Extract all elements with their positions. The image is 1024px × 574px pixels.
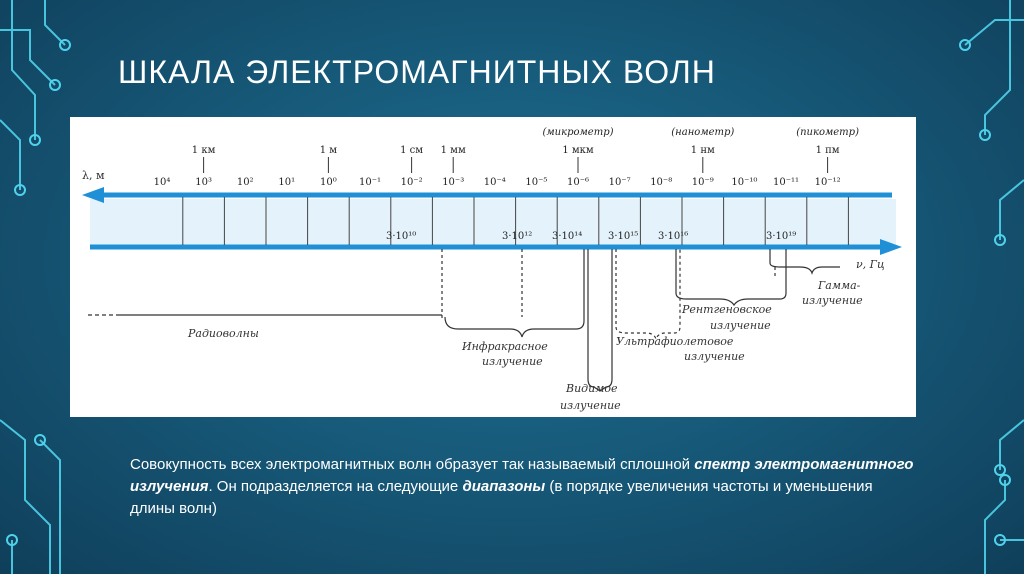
wavelength-label: 10⁻¹¹ bbox=[773, 177, 799, 188]
visible-label-2: излучение bbox=[560, 399, 621, 412]
visible-bracket bbox=[587, 249, 613, 392]
caption-emphasis-spectrum: спектр электромагнитного излучения bbox=[130, 456, 914, 495]
unit-names: (микрометр) (нанометр) (пикометр) bbox=[542, 127, 859, 138]
wavelength-label: 10¹ bbox=[278, 177, 295, 188]
wavelength-label: 10⁰ bbox=[320, 177, 337, 188]
caption-part-1: Совокупность всех электромагнитных волн … bbox=[130, 456, 695, 473]
wavelength-label: 10² bbox=[237, 177, 254, 188]
infrared-bracket bbox=[444, 249, 585, 338]
unit-label: 1 см bbox=[400, 145, 423, 156]
uv-bracket bbox=[615, 249, 681, 341]
wavelength-label: 10⁻⁴ bbox=[484, 177, 506, 188]
freq-mark: 3·10¹⁴ bbox=[552, 231, 582, 242]
unit-label: 1 мм bbox=[441, 145, 466, 156]
wavelength-label: 10⁻³ bbox=[442, 177, 464, 188]
wavelength-label: 10⁻¹² bbox=[815, 177, 841, 188]
wavelength-label: 10⁻⁹ bbox=[692, 177, 714, 188]
infrared-label-2: излучение bbox=[482, 355, 543, 368]
freq-mark: 3·10¹⁵ bbox=[608, 231, 638, 242]
unit-label: 1 км bbox=[192, 145, 216, 156]
caption-part-2: . Он подразделяется на следующие bbox=[208, 478, 463, 495]
wavelength-label: 10⁻⁶ bbox=[567, 177, 589, 188]
range-brackets bbox=[88, 249, 840, 392]
frequency-arrowhead bbox=[880, 239, 902, 255]
unit-label: 1 мкм bbox=[562, 145, 594, 156]
freq-mark: 3·10¹² bbox=[502, 231, 532, 242]
visible-label-1: Видимое bbox=[565, 382, 618, 395]
slide-title: ШКАЛА ЭЛЕКТРОМАГНИТНЫХ ВОЛН bbox=[118, 54, 716, 90]
unit-labels: 1 км 1 м 1 см 1 мм 1 мкм 1 нм 1 пм bbox=[192, 145, 840, 173]
unit-label: 1 нм bbox=[691, 145, 715, 156]
freq-mark: 3·10¹⁰ bbox=[386, 231, 416, 242]
scale-ticks bbox=[182, 197, 849, 245]
xray-bracket bbox=[675, 249, 787, 307]
wavelength-label: 10⁻⁷ bbox=[609, 177, 631, 188]
wavelength-label: 10³ bbox=[195, 177, 212, 188]
xray-label-2: излучение bbox=[710, 319, 771, 332]
wavelength-labels: 10⁴ 10³ 10² 10¹ 10⁰ 10⁻¹ 10⁻² 10⁻³ 10⁻⁴ 10⁻⁵ 10⁻⁶ 1… bbox=[154, 177, 841, 188]
caption-text: Совокупность всех электромагнитных волн … bbox=[130, 454, 920, 520]
wavelength-label: 10⁻¹⁰ bbox=[731, 177, 757, 188]
wavelength-label: 10⁻⁸ bbox=[650, 177, 672, 188]
unit-name: (микрометр) bbox=[542, 127, 613, 138]
wavelength-arrowhead bbox=[82, 187, 104, 203]
frequency-axis-label: ν, Гц bbox=[856, 258, 885, 271]
freq-mark: 3·10¹⁹ bbox=[766, 231, 796, 242]
unit-name: (нанометр) bbox=[671, 127, 734, 138]
frequency-marks: 3·10¹⁰ 3·10¹² 3·10¹⁴ 3·10¹⁵ 3·10¹⁶ 3·10¹… bbox=[386, 231, 796, 242]
wavelength-axis-label: λ, м bbox=[82, 169, 105, 182]
gamma-label-2: излучение bbox=[802, 294, 863, 307]
uv-label-2: излучение bbox=[684, 350, 745, 363]
caption-part-3: (в порядке увеличения частоты и уменьшен… bbox=[130, 478, 873, 517]
wavelength-label: 10⁻⁵ bbox=[525, 177, 547, 188]
caption-emphasis-ranges: диапазоны bbox=[462, 478, 546, 495]
freq-mark: 3·10¹⁶ bbox=[658, 231, 688, 242]
xray-label-1: Рентгеновское bbox=[681, 303, 772, 316]
infrared-label-1: Инфракрасное bbox=[461, 340, 548, 353]
wavelength-label: 10⁻¹ bbox=[359, 177, 381, 188]
uv-label-1: Ультрафиолетовое bbox=[616, 335, 734, 348]
unit-label: 1 м bbox=[320, 145, 338, 156]
unit-name: (пикометр) bbox=[796, 127, 859, 138]
gamma-label-1: Гамма- bbox=[817, 279, 861, 292]
radio-label: Радиоволны bbox=[187, 327, 259, 340]
wavelength-label: 10⁴ bbox=[154, 177, 171, 188]
wavelength-label: 10⁻² bbox=[401, 177, 423, 188]
unit-label: 1 пм bbox=[816, 145, 840, 156]
gamma-bracket bbox=[769, 249, 840, 275]
